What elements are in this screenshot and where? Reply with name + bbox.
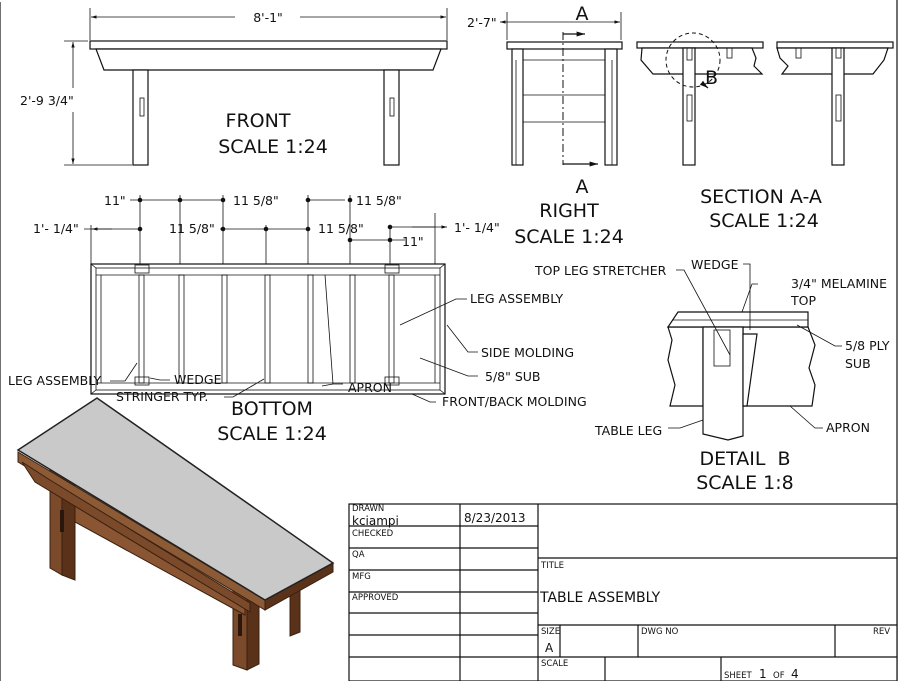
front-height-dimension: 2'-9 3/4" [20, 93, 74, 108]
size-value: A [545, 641, 554, 655]
callout-table-leg: TABLE LEG [594, 423, 662, 438]
section-mark-top: A [576, 3, 589, 25]
bottom-view-title: BOTTOM [231, 398, 313, 420]
title-block [348, 503, 898, 681]
callout-top-leg-stretcher: TOP LEG STRETCHER [534, 263, 667, 278]
bottom-dim-11-5-8-a: 11 5/8" [233, 193, 279, 208]
right-view-scale: SCALE 1:24 [514, 226, 624, 248]
bottom-dim-1ft-quarter-right: 1'- 1/4" [454, 220, 500, 235]
detail-b-marker: B [705, 67, 718, 89]
detail-b-view: TOP LEG STRETCHER WEDGE 3/4" MELAMINE TO… [534, 257, 890, 494]
callout-stringer: STRINGER TYP. [116, 389, 208, 404]
front-view-title: FRONT [226, 110, 291, 132]
checked-label: CHECKED [352, 529, 394, 539]
size-label: SIZE [541, 627, 560, 637]
section-view-scale: SCALE 1:24 [709, 210, 819, 232]
section-mark-bottom: A [576, 176, 589, 198]
mfg-label: MFG [352, 572, 371, 582]
bottom-dim-11-right: 11" [402, 234, 424, 249]
callout-leg-assembly-left: LEG ASSEMBLY [8, 373, 102, 388]
approved-label: APPROVED [352, 593, 399, 603]
callout-melamine: 3/4" MELAMINE [791, 276, 887, 291]
isometric-table-render [16, 397, 335, 671]
callout-detail-apron: APRON [826, 420, 870, 435]
drawing-title: TABLE ASSEMBLY [539, 590, 661, 606]
front-view: 8'-1" 2'-9 3/4" FRONT SCALE 1:24 [20, 8, 448, 166]
bottom-view-scale: SCALE 1:24 [217, 423, 327, 445]
drawn-by: kciampi [352, 514, 399, 528]
sheet-number: 1 [759, 667, 767, 681]
right-width-dimension: 2'-7" [467, 15, 497, 30]
right-view: 2'-7" A A RIGHT SCALE 1:24 [467, 3, 624, 248]
callout-front-back-molding: FRONT/BACK MOLDING [442, 394, 587, 409]
callout-ply: 5/8 PLY [845, 338, 890, 353]
callout-melamine-top: TOP [790, 293, 816, 308]
bottom-dim-11-5-8-c: 11 5/8" [318, 221, 364, 236]
sheet-total: 4 [791, 667, 799, 681]
qa-label: QA [352, 550, 365, 560]
right-view-title: RIGHT [539, 200, 599, 222]
bottom-dim-11-5-8-d: 11 5/8" [356, 193, 402, 208]
front-view-scale: SCALE 1:24 [218, 136, 328, 158]
callout-wedge: WEDGE [174, 372, 222, 387]
bottom-view: 11" 11 5/8" 11 5/8" 1'- 1/4" 11 5/8" 11 … [8, 193, 587, 445]
callout-leg-assembly-right: LEG ASSEMBLY [470, 291, 564, 306]
callout-apron: APRON [348, 380, 392, 395]
callout-sub: 5/8" SUB [485, 369, 541, 384]
callout-side-molding: SIDE MOLDING [481, 345, 574, 360]
detail-view-scale: SCALE 1:8 [696, 472, 794, 494]
bottom-dim-11-left: 11" [104, 193, 126, 208]
front-length-dimension: 8'-1" [253, 10, 283, 25]
title-label: TITLE [540, 561, 564, 571]
bottom-dim-1ft-quarter-left: 1'- 1/4" [33, 221, 79, 236]
dwg-no-label: DWG NO [641, 627, 679, 637]
sheet-label: SHEET [724, 671, 753, 681]
callout-detail-wedge: WEDGE [691, 257, 739, 272]
drawn-label: DRAWN [352, 504, 384, 514]
detail-view-title: DETAIL B [699, 448, 790, 470]
section-view-title: SECTION A-A [700, 186, 822, 208]
scale-label: SCALE [541, 659, 568, 669]
callout-ply-sub: SUB [845, 356, 871, 371]
bottom-dim-11-5-8-b: 11 5/8" [169, 221, 215, 236]
of-label: OF [773, 671, 785, 681]
rev-label: REV [873, 627, 890, 637]
section-a-a-view: B SECTION A-A SCALE 1:24 [636, 32, 894, 232]
drawn-date: 8/23/2013 [464, 511, 526, 525]
